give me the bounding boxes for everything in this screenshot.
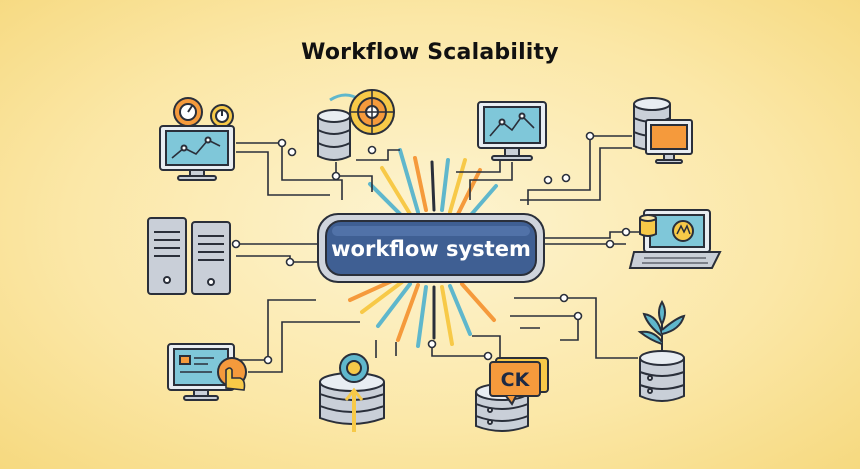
database-and-monitor-icon bbox=[633, 97, 693, 164]
monitor-with-touch-icon bbox=[167, 343, 247, 401]
monitor-with-chart-icon bbox=[477, 101, 547, 161]
monitor-with-gears-icon bbox=[159, 97, 235, 181]
hub-label: workflow system bbox=[331, 237, 531, 261]
ck-badge-label: CK bbox=[501, 369, 531, 391]
hub-rays bbox=[348, 148, 498, 348]
diagram-title: Workflow Scalability bbox=[301, 40, 559, 65]
database-upload-icon bbox=[319, 353, 385, 432]
database-with-dial-icon bbox=[317, 89, 395, 161]
connector-dots bbox=[231, 131, 631, 365]
laptop-with-database-icon bbox=[628, 209, 722, 269]
workflow-system-hub: workflow system bbox=[317, 213, 545, 283]
database-with-plant-icon bbox=[637, 300, 686, 402]
server-towers-icon bbox=[147, 217, 231, 295]
database-with-ck-badge-icon: CK bbox=[475, 357, 549, 432]
